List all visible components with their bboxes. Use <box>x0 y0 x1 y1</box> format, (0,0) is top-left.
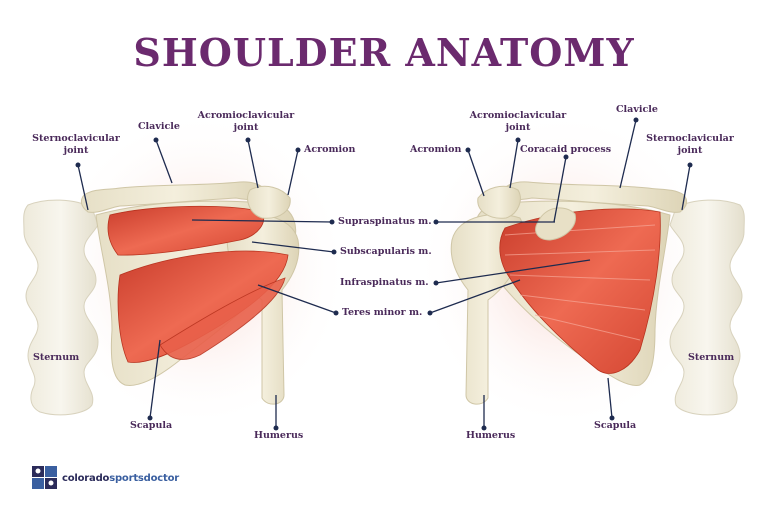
label-right-humerus: Humerus <box>466 430 516 441</box>
brand-name: coloradosportsdoctor <box>62 472 180 484</box>
right-coracoid-process <box>535 207 576 241</box>
label-right-acromioclavicular-joint: Acromioclavicular joint <box>469 110 567 133</box>
leader-dots <box>75 117 693 431</box>
right-sternum <box>669 199 745 416</box>
brand-mark-icon <box>32 466 57 489</box>
label-right-coracoid-process: Coracaid process <box>520 144 612 155</box>
label-right-acromion: Acromion <box>410 144 462 155</box>
label-left-sternoclavicular-joint: Sternoclavicular joint <box>32 133 120 156</box>
right-subscapularis <box>499 208 661 374</box>
left-shoulder <box>23 181 300 416</box>
label-left-humerus: Humerus <box>254 430 304 441</box>
label-right-clavicle: Clavicle <box>616 104 658 115</box>
label-right-sternum: Sternum <box>688 352 735 363</box>
label-left-clavicle: Clavicle <box>138 121 180 132</box>
label-infraspinatus: Infraspinatus m. <box>340 277 429 288</box>
label-right-scapula: Scapula <box>594 420 637 431</box>
label-left-acromion: Acromion <box>304 144 356 155</box>
brand-logo: coloradosportsdoctor <box>32 466 179 490</box>
left-supraspinatus <box>107 205 265 256</box>
label-supraspinatus: Supraspinatus m. <box>338 216 432 227</box>
label-left-acromioclavicular-joint: Acromioclavicular joint <box>197 110 295 133</box>
page-title: SHOULDER ANATOMY <box>133 30 635 75</box>
right-shoulder <box>450 181 745 416</box>
label-left-scapula: Scapula <box>130 420 173 431</box>
label-subscapularis: Subscapularis m. <box>340 246 432 257</box>
left-teres-minor <box>159 277 286 360</box>
label-teres-minor: Teres minor m. <box>342 307 423 318</box>
right-acromion <box>477 185 521 219</box>
label-right-sternoclavicular-joint: Sternoclavicular joint <box>646 133 734 156</box>
left-acromion <box>247 185 291 219</box>
label-left-sternum: Sternum <box>33 352 80 363</box>
right-muscle-fibers <box>504 224 656 341</box>
left-sternum <box>23 199 99 416</box>
leader-lines <box>77 119 691 428</box>
